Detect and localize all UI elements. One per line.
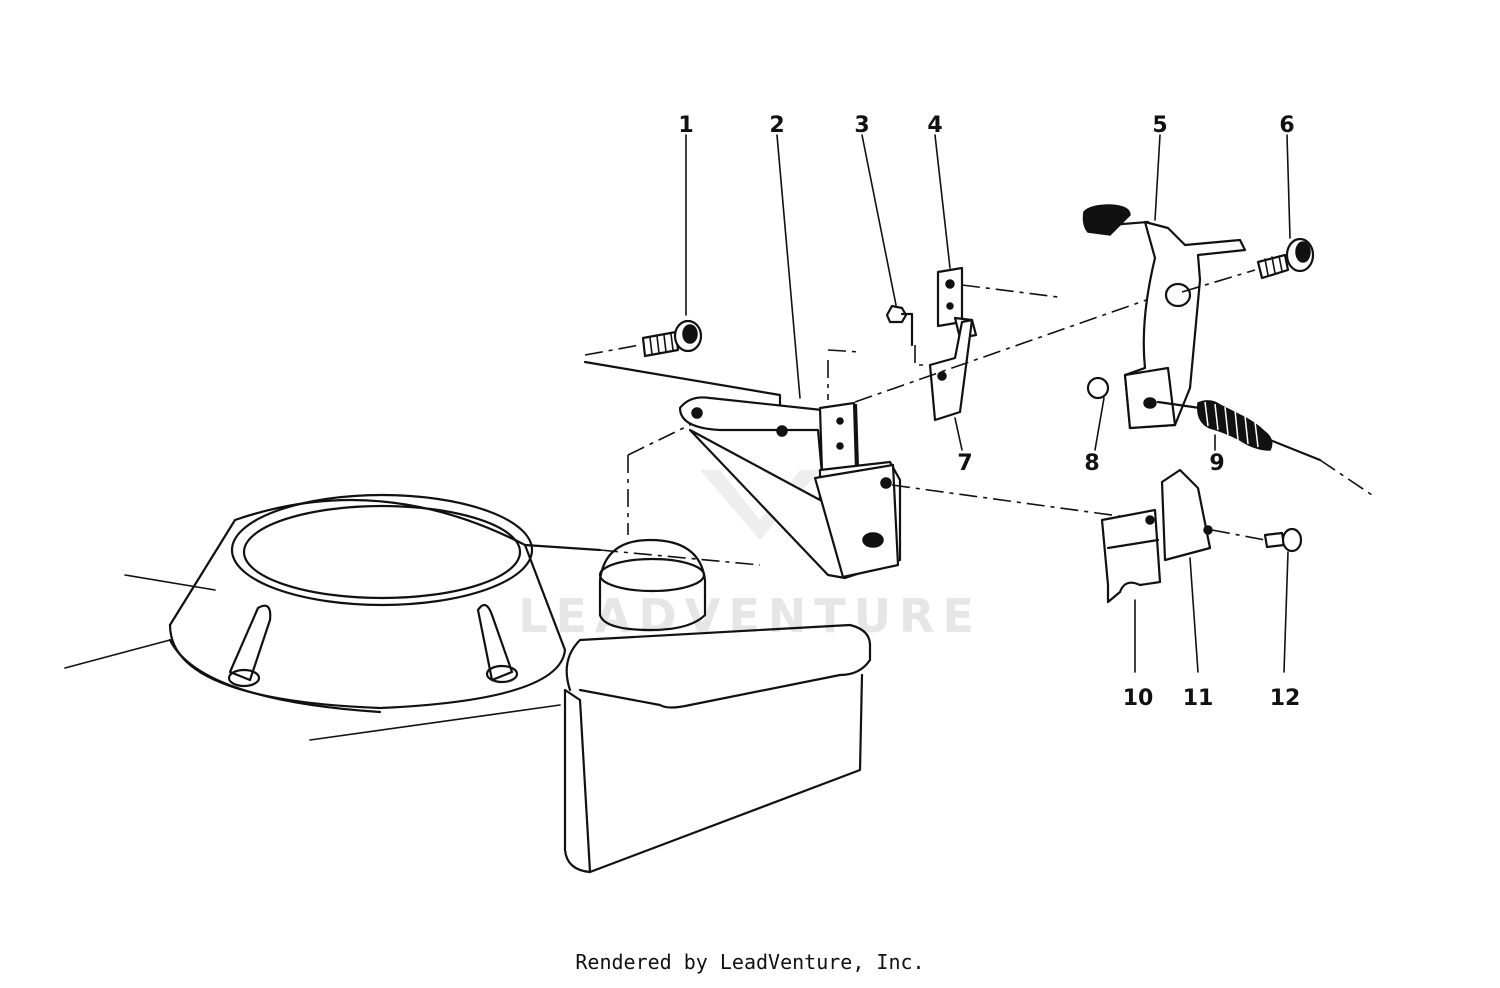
part-1-screw bbox=[583, 134, 782, 407]
callout-1: 1 bbox=[678, 113, 693, 138]
part-10-plate bbox=[1100, 508, 1162, 673]
callout-10: 10 bbox=[1123, 686, 1154, 711]
part-2-bracket bbox=[678, 134, 902, 580]
part-3-pin bbox=[861, 134, 935, 366]
part-11-plate bbox=[1160, 468, 1213, 673]
engine-outline bbox=[64, 419, 872, 874]
part-7-link bbox=[928, 318, 974, 451]
part-6-screw bbox=[1181, 134, 1315, 293]
callout-6: 6 bbox=[1279, 113, 1294, 138]
part-12-screw bbox=[1211, 527, 1303, 673]
callout-11: 11 bbox=[1183, 686, 1214, 711]
part-4-link bbox=[934, 134, 1059, 340]
part-5-control-lever bbox=[1082, 134, 1247, 430]
callout-4: 4 bbox=[927, 113, 942, 138]
watermark-text: LEADVENTURE bbox=[518, 589, 982, 643]
callout-labels: 1 2 3 4 5 6 7 8 9 10 11 12 bbox=[678, 113, 1300, 711]
callout-5: 5 bbox=[1152, 113, 1167, 138]
alignment-line-b bbox=[891, 484, 1149, 521]
callout-3: 3 bbox=[854, 113, 869, 138]
callout-2: 2 bbox=[769, 113, 784, 138]
leadventure-watermark: LEADVENTURE bbox=[518, 470, 982, 643]
credit-text: Rendered by LeadVenture, Inc. bbox=[575, 950, 925, 974]
part-8-ball bbox=[1086, 376, 1110, 451]
callout-12: 12 bbox=[1270, 686, 1301, 711]
part-9-spring-cable bbox=[1156, 400, 1373, 496]
callout-7: 7 bbox=[957, 451, 972, 476]
alignment-line-a bbox=[854, 289, 1176, 403]
callout-9: 9 bbox=[1209, 451, 1224, 476]
callout-8: 8 bbox=[1084, 451, 1099, 476]
